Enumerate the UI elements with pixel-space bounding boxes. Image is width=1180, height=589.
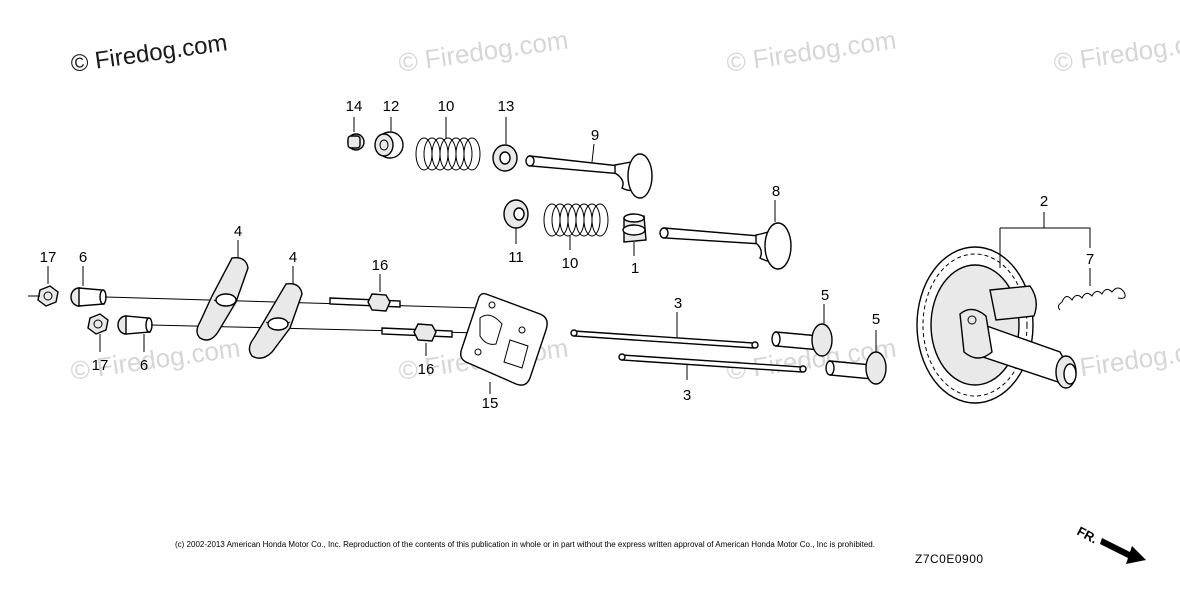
watermark-primary: © Firedog.com <box>69 29 229 78</box>
callout-11: 11 <box>508 249 524 266</box>
rocker-stud-part <box>381 323 453 342</box>
valve-stem-seal-part <box>622 213 647 243</box>
callout-12: 12 <box>383 98 400 115</box>
rocker-pivot-part <box>70 287 107 307</box>
watermark: © Firedog.com <box>725 24 898 77</box>
copyright-notice: (c) 2002-2013 American Honda Motor Co., … <box>175 540 875 549</box>
valve-lifter-part <box>825 351 887 385</box>
callout-17: 17 <box>40 249 57 266</box>
callout-13: 13 <box>498 98 515 115</box>
callout-8: 8 <box>772 183 780 200</box>
front-label: FR. <box>1075 523 1101 546</box>
camshaft-assembly-part <box>916 246 1077 404</box>
exhaust-valve-part <box>659 222 792 270</box>
decompressor-spring-part <box>1057 287 1126 311</box>
valve-lifter-part <box>771 323 833 357</box>
intake-valve-part <box>525 153 653 199</box>
callout-16: 16 <box>418 361 435 378</box>
callout-9: 9 <box>591 127 599 144</box>
valve-retainer-part <box>503 199 529 229</box>
watermark: © Firedog.com <box>1052 24 1180 77</box>
callout-17: 17 <box>92 357 109 374</box>
arrow-icon <box>1100 538 1146 564</box>
diagram-code: Z7C0E0900 <box>915 552 984 566</box>
front-direction-indicator: FR. <box>1075 523 1146 564</box>
callout-4: 4 <box>234 223 242 240</box>
push-rod-part <box>570 329 759 349</box>
leader-line <box>1000 227 1091 248</box>
callout-6: 6 <box>79 249 87 266</box>
rocker-nut-part <box>37 285 59 307</box>
valve-spring-part <box>415 137 481 171</box>
valve-retainer-part <box>374 131 404 159</box>
callout-1: 1 <box>631 260 639 277</box>
valve-cotter-part <box>347 133 365 151</box>
callout-7: 7 <box>1086 251 1094 268</box>
callout-3: 3 <box>674 295 682 312</box>
callout-5: 5 <box>821 287 829 304</box>
valve-spring-part <box>543 203 609 237</box>
callout-16: 16 <box>372 257 389 274</box>
valve-seal-part <box>492 144 518 172</box>
pushrod-guide-plate-part <box>459 292 548 386</box>
rocker-nut-part <box>87 313 109 335</box>
callout-6: 6 <box>140 357 148 374</box>
callout-15: 15 <box>482 395 499 412</box>
callout-2: 2 <box>1040 193 1048 210</box>
rocker-arm-part <box>196 257 249 341</box>
rocker-stud-part <box>329 293 401 312</box>
callout-10: 10 <box>438 98 455 115</box>
watermark: © Firedog.com <box>397 24 570 77</box>
callout-3: 3 <box>683 387 691 404</box>
leader-line <box>591 143 595 163</box>
callout-14: 14 <box>346 98 363 115</box>
rocker-pivot-part <box>117 315 153 335</box>
callout-5: 5 <box>872 311 880 328</box>
callout-10: 10 <box>562 255 579 272</box>
rocker-arm-part <box>248 283 303 359</box>
push-rod-part <box>618 353 807 373</box>
callout-4: 4 <box>289 249 297 266</box>
